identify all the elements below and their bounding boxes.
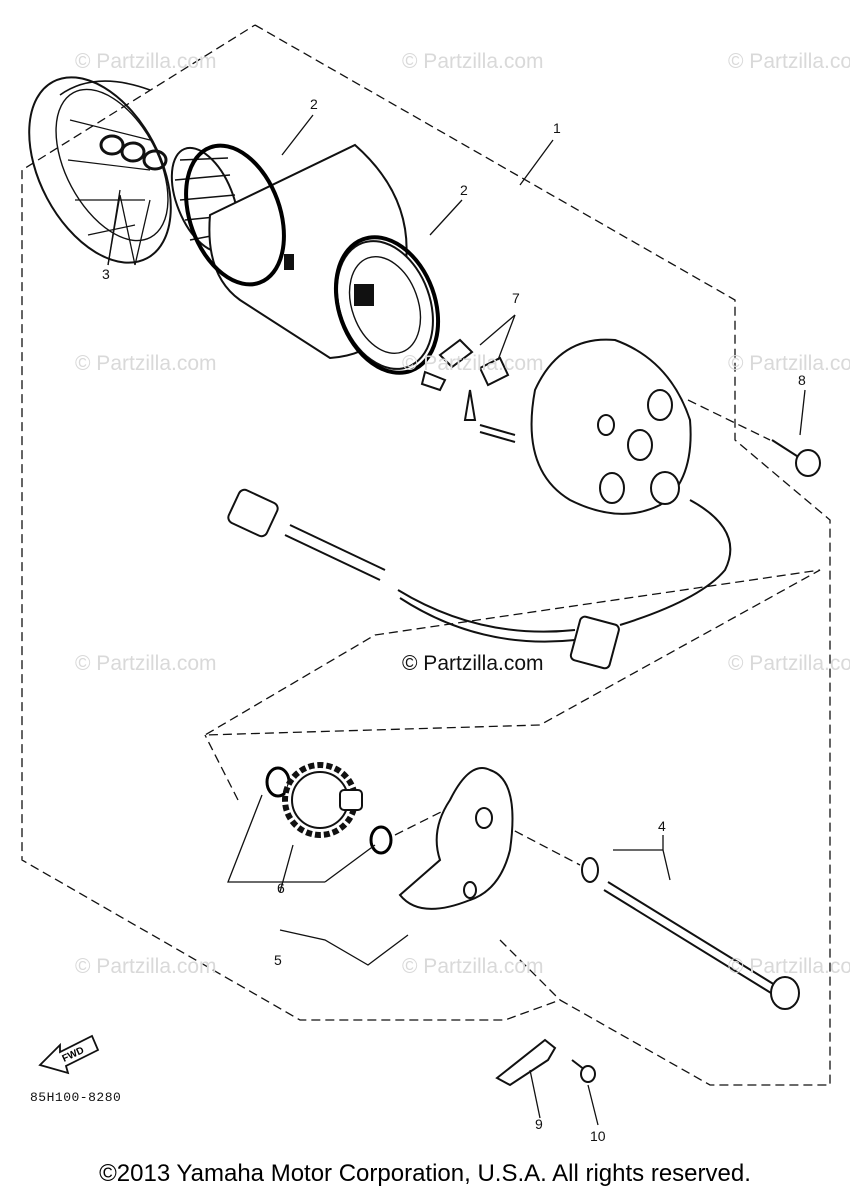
- watermark-2: © Partzilla.com: [402, 50, 544, 73]
- watermark-6: © Partzilla.com: [728, 352, 850, 375]
- watermark-5: © Partzilla.com: [402, 352, 544, 375]
- diagram-code: 85H100-8280: [30, 1090, 122, 1105]
- callout-2-upper: 2: [310, 96, 318, 112]
- screw-8: [771, 439, 821, 477]
- watermark-3: © Partzilla.com: [728, 50, 850, 73]
- fwd-arrow-icon: [38, 1034, 100, 1075]
- callout-6: 6: [277, 880, 285, 896]
- center-watermark: © Partzilla.com: [402, 652, 544, 675]
- callout-1: 1: [553, 120, 561, 136]
- watermark-10: © Partzilla.com: [402, 955, 544, 978]
- watermark-4: © Partzilla.com: [75, 352, 217, 375]
- o-rings-2: [184, 143, 441, 375]
- front-cover: [530, 338, 692, 515]
- washers-3: [99, 134, 168, 171]
- callout-4: 4: [658, 818, 666, 834]
- callout-9: 9: [535, 1116, 543, 1132]
- callout-8: 8: [798, 372, 806, 388]
- watermark-8: © Partzilla.com: [728, 652, 850, 675]
- washer-5-lower: [369, 825, 393, 855]
- callout-5: 5: [274, 952, 282, 968]
- end-cover: [28, 76, 172, 264]
- idler-gear-6: [282, 762, 363, 838]
- callout-7: 7: [512, 290, 520, 306]
- watermark-11: © Partzilla.com: [728, 955, 850, 978]
- motor-yoke: [208, 143, 434, 370]
- plate-9: [495, 1038, 557, 1087]
- lead-wire: [227, 488, 732, 670]
- callout-10: 10: [590, 1128, 606, 1144]
- callout-3: 3: [102, 266, 110, 282]
- assembly-boundary-outline: [21, 24, 831, 1086]
- gear-cover: [398, 767, 514, 910]
- screw-10: [571, 1059, 596, 1083]
- lead-wire-dashed-box: [204, 569, 821, 736]
- watermark-9: © Partzilla.com: [75, 955, 217, 978]
- watermark-7: © Partzilla.com: [75, 652, 217, 675]
- watermark-1: © Partzilla.com: [75, 50, 217, 73]
- callout-2-lower: 2: [460, 182, 468, 198]
- brush-set: [420, 338, 516, 443]
- bolt-4: [581, 857, 800, 1010]
- copyright-footer: ©2013 Yamaha Motor Corporation, U.S.A. A…: [99, 1160, 751, 1187]
